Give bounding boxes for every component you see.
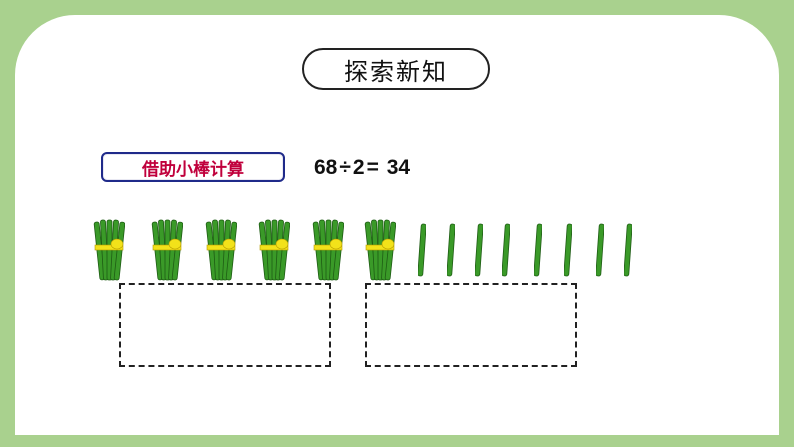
ten-stick-bundle[interactable] — [205, 218, 237, 284]
group-box-1[interactable] — [119, 283, 331, 367]
bundle-tie-icon — [206, 238, 236, 251]
division-equation: 68÷2= 34 — [314, 156, 412, 180]
group-box-2[interactable] — [365, 283, 577, 367]
bundle-tie-icon — [259, 238, 289, 251]
bundle-tie-icon — [152, 238, 182, 251]
bundle-tie-icon — [313, 238, 343, 251]
page-title: 探索新知 — [302, 48, 490, 90]
single-stick[interactable] — [418, 223, 426, 277]
single-stick[interactable] — [596, 223, 604, 277]
ten-stick-bundle[interactable] — [258, 218, 290, 284]
divisor: 2 — [352, 156, 365, 179]
single-stick[interactable] — [534, 223, 542, 277]
division-operator: ÷ — [339, 156, 351, 179]
slide-canvas: 探索新知 借助小棒计算 68÷2= 34 — [15, 15, 779, 435]
equals-sign: = — [366, 156, 379, 179]
ten-stick-bundle[interactable] — [93, 218, 125, 284]
ten-stick-bundle[interactable] — [364, 218, 396, 284]
quotient: 34 — [386, 156, 411, 179]
single-stick[interactable] — [564, 223, 572, 277]
single-stick[interactable] — [502, 223, 510, 277]
single-stick[interactable] — [624, 223, 632, 277]
ten-stick-bundle[interactable] — [312, 218, 344, 284]
single-stick[interactable] — [447, 223, 455, 277]
method-label: 借助小棒计算 — [101, 152, 285, 182]
single-stick[interactable] — [475, 223, 483, 277]
bundle-tie-icon — [365, 238, 395, 251]
ten-stick-bundle[interactable] — [151, 218, 183, 284]
bundle-tie-icon — [94, 238, 124, 251]
dividend: 68 — [314, 156, 338, 179]
